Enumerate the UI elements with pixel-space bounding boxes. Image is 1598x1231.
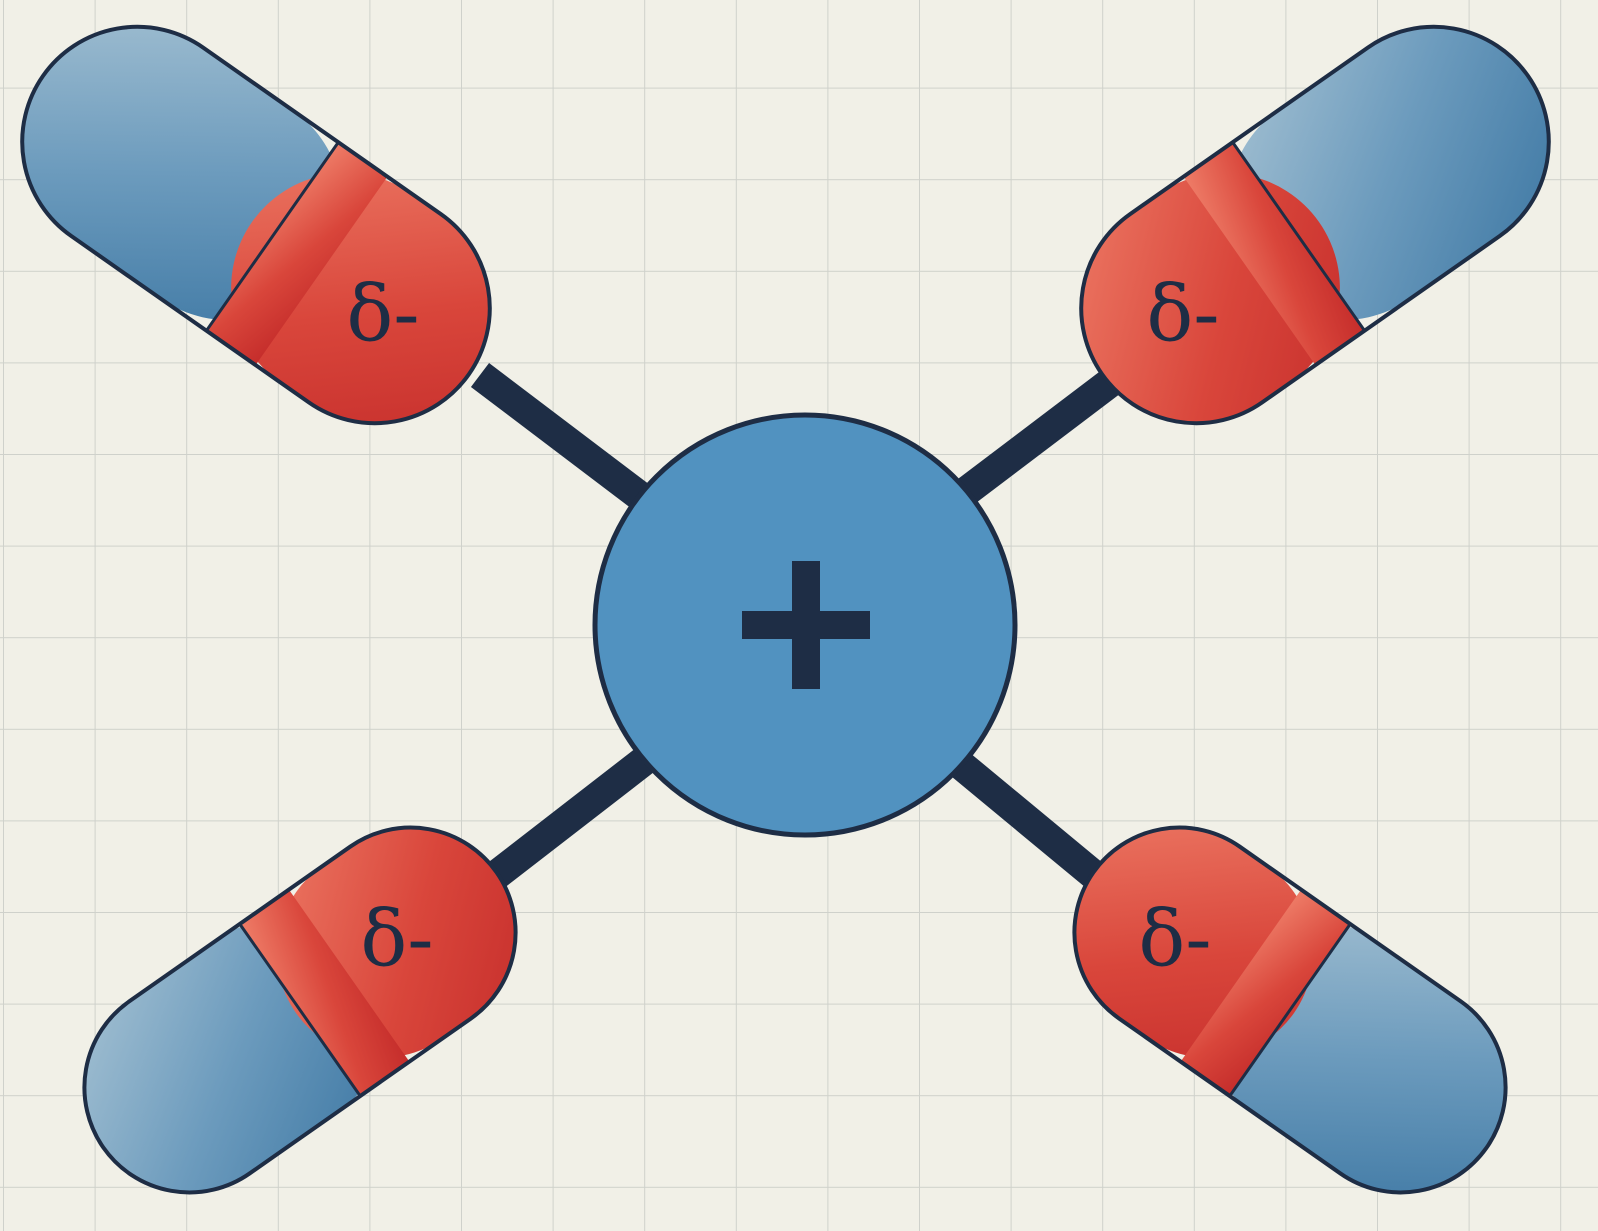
bonds <box>470 363 1130 892</box>
capsule-outline <box>20 24 492 426</box>
water-molecule-bottom-left <box>82 825 518 1195</box>
capsule-outline <box>1079 24 1551 426</box>
dipole-divider <box>205 141 340 332</box>
bond-bottom-left <box>480 748 655 892</box>
plus-icon <box>742 561 870 689</box>
bond-top-left <box>470 363 655 512</box>
partial-negative-label: δ- <box>346 270 419 360</box>
capsule-outline <box>1072 825 1508 1195</box>
bond-bottom-right <box>945 748 1110 892</box>
dipole-divider <box>238 923 362 1097</box>
dipole-divider <box>1231 141 1366 332</box>
bond-top-right <box>945 363 1130 512</box>
partial-negative-label: δ- <box>1138 895 1211 985</box>
water-molecule-top-left <box>20 24 492 426</box>
cation <box>592 412 1018 838</box>
dipole-divider <box>1228 923 1352 1097</box>
partial-negative-label: δ- <box>360 895 433 985</box>
water-molecule-bottom-right <box>1072 825 1508 1195</box>
capsule-outline <box>82 825 518 1195</box>
water-molecule-top-right <box>1079 24 1551 426</box>
partial-negative-label: δ- <box>1146 270 1219 360</box>
